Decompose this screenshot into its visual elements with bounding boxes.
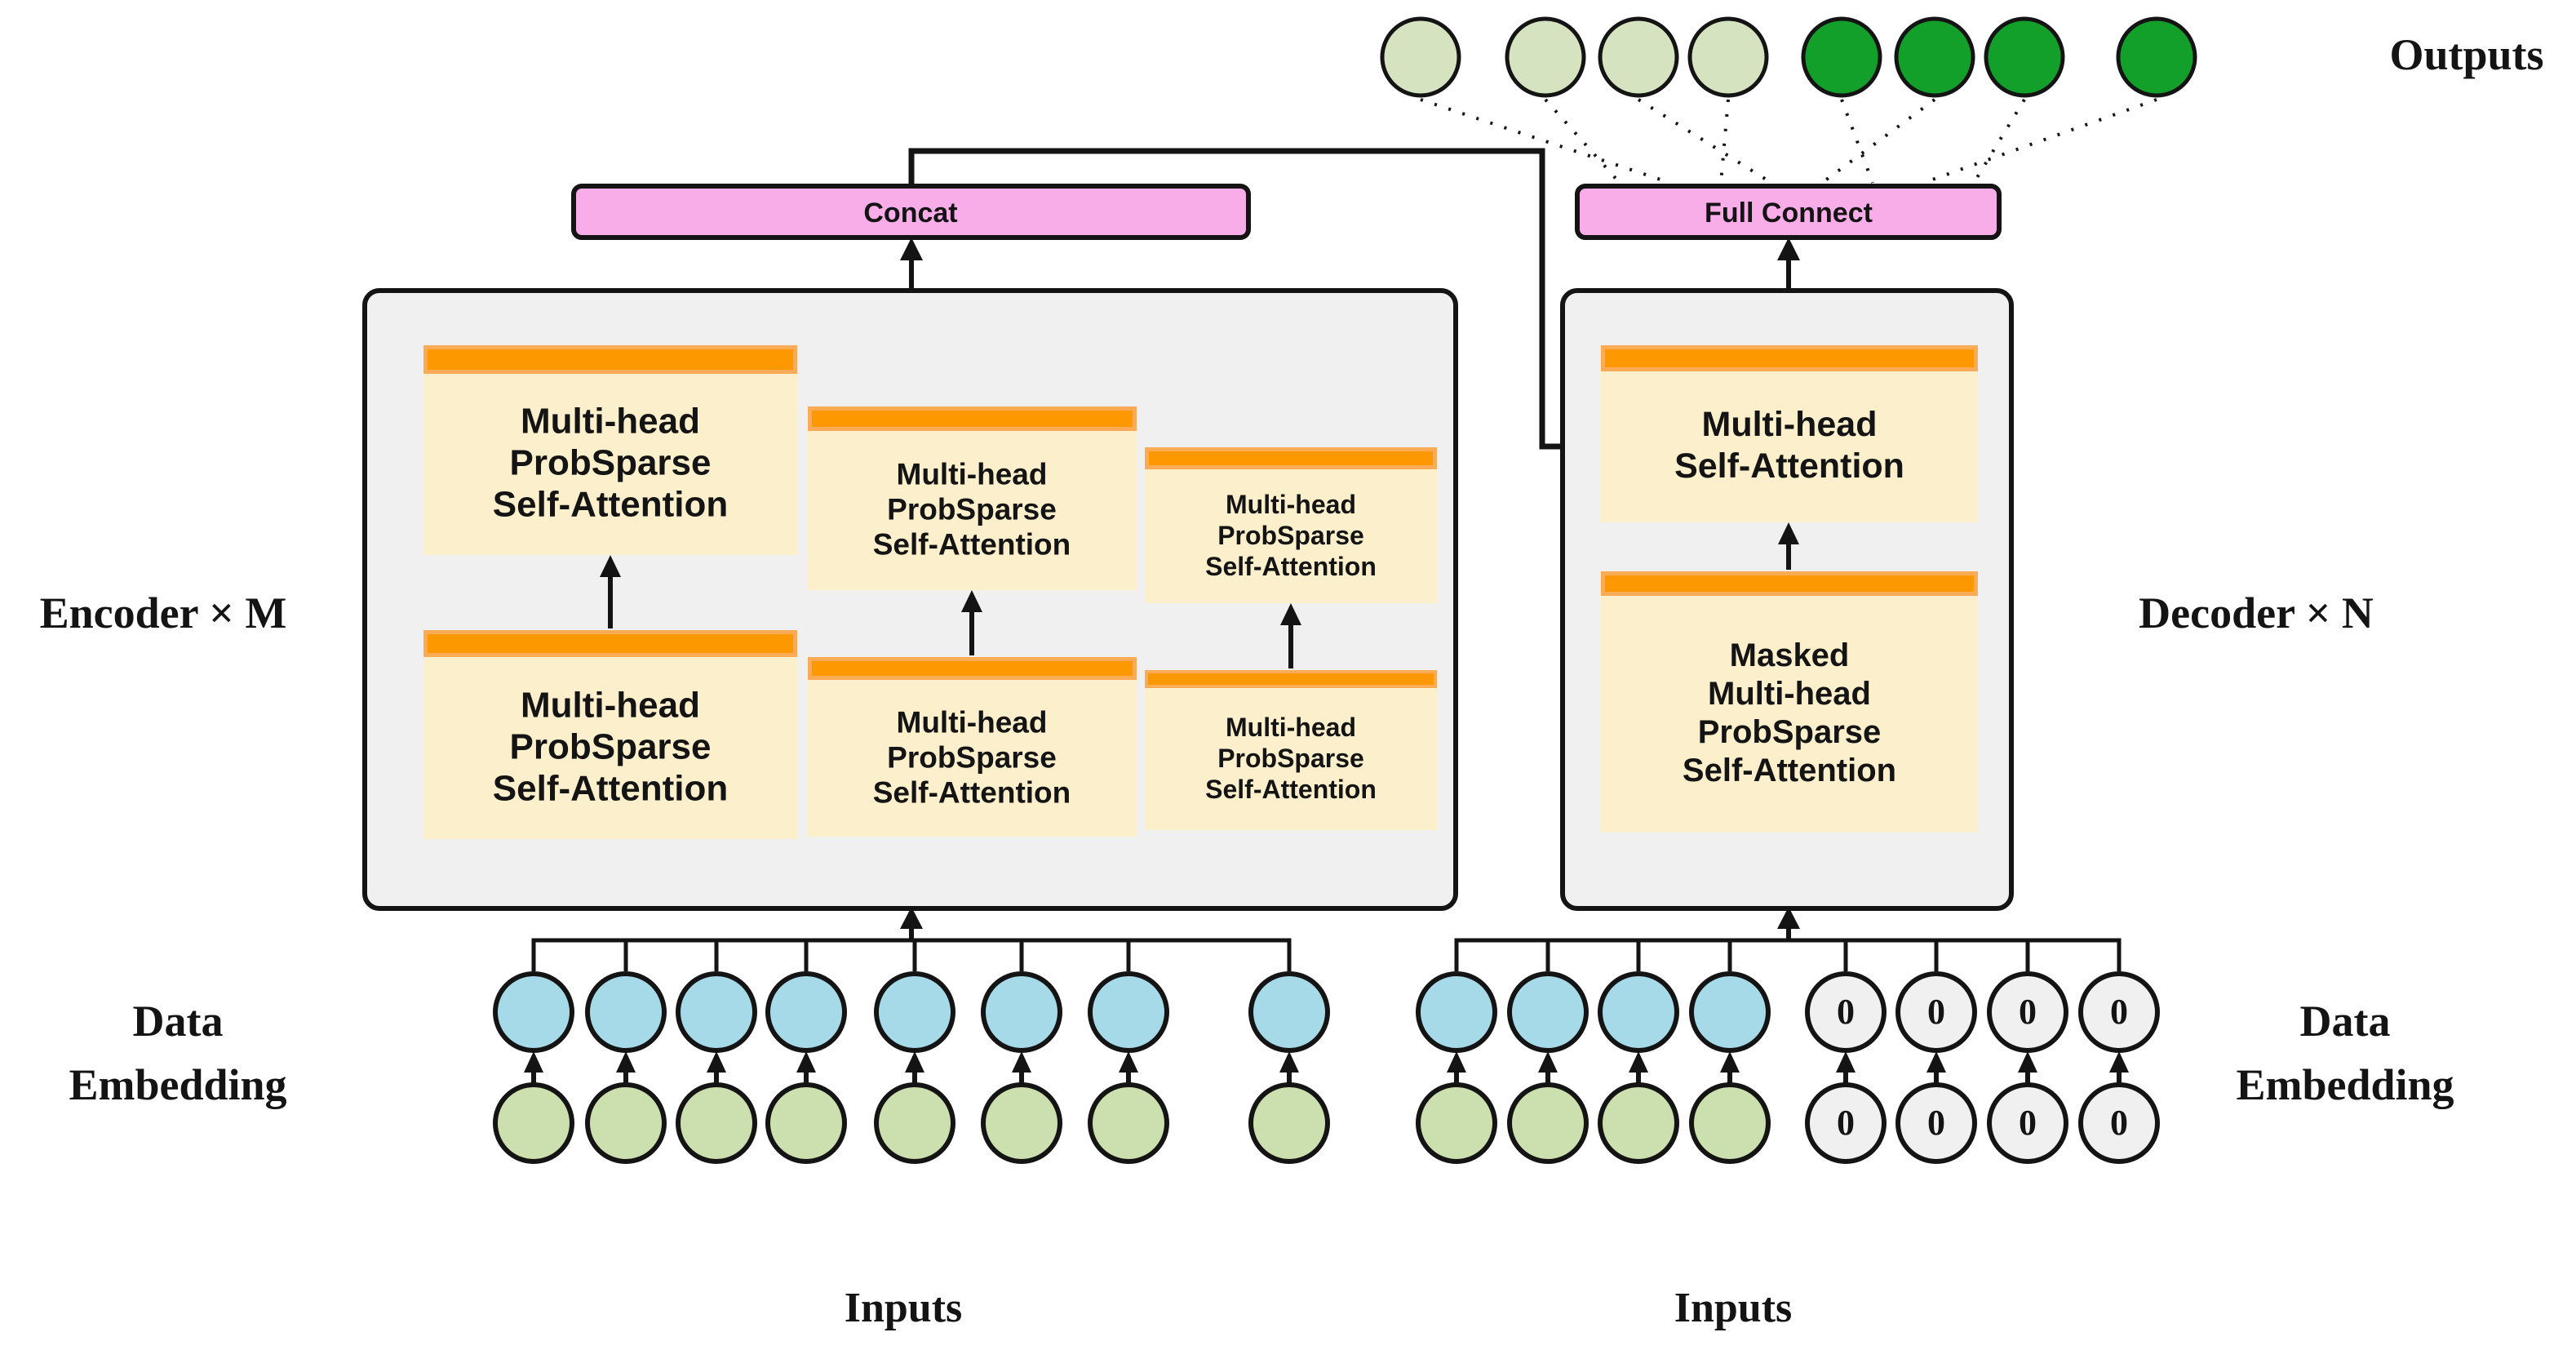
zero-token-circle [1895, 971, 1977, 1053]
data-embedding-label-right: Data Embedding [2236, 997, 2454, 1109]
encoder-attention-block-label: Multi-head ProbSparse Self-Attention [492, 685, 729, 809]
dotted-connection-lines [1420, 98, 2157, 184]
encoder-attention-block-label: Multi-head ProbSparse Self-Attention [492, 401, 729, 525]
zero-token-circle [1805, 971, 1887, 1053]
full-connect-box [1575, 184, 2002, 240]
data-embedding-label-left: Data Embedding [69, 997, 287, 1109]
inputs-label-decoder: Inputs [1674, 1285, 1793, 1331]
concat-label: Concat [863, 198, 958, 229]
zero-token-label: 0 [1837, 1103, 1855, 1143]
encoder-embedding-bus [531, 938, 1292, 971]
full-connect-label: Full Connect [1705, 198, 1873, 229]
encoder-attention-block-label: Multi-head ProbSparse Self-Attention [872, 705, 1071, 810]
zero-token-circle [1987, 971, 2068, 1053]
encoder-side-label: Encoder × M [39, 588, 287, 637]
flow-arrows [600, 238, 1800, 940]
encoder-attention-block-label: Multi-head ProbSparse Self-Attention [872, 457, 1071, 562]
zero-token-label: 0 [2110, 1103, 2128, 1143]
decoder-masked-attention-label: Masked Multi-head ProbSparse Self-Attent… [1682, 637, 1897, 788]
output-circle [1505, 16, 1586, 98]
zero-token-label: 0 [1927, 992, 1945, 1032]
decoder-embedding-bus [1454, 938, 2122, 971]
zero-token-label: 0 [1837, 992, 1855, 1032]
output-circles [1380, 16, 2197, 98]
encoder-attention-blocks [423, 345, 1437, 839]
output-circle-predicted [1801, 16, 1882, 98]
zero-token-circle [1805, 1082, 1887, 1164]
zero-token-label: 0 [1927, 1103, 1945, 1143]
zero-token-label: 0 [2019, 992, 2037, 1032]
inputs-label-encoder: Inputs [844, 1285, 963, 1331]
output-circle-predicted [1984, 16, 2065, 98]
concat-box [571, 184, 1251, 240]
zero-token-circle [1895, 1082, 1977, 1164]
zero-token-label: 0 [2110, 992, 2128, 1032]
encoder-attention-block-label: Multi-head ProbSparse Self-Attention [1205, 490, 1377, 581]
decoder-self-attention-label: Multi-head Self-Attention [1674, 405, 1904, 486]
embedding-row-arrows [524, 1051, 2129, 1083]
zero-token-circle [1987, 1082, 2068, 1164]
decoder-attention-blocks [1601, 345, 1978, 833]
output-circle [1598, 16, 1679, 98]
encoder-embedding-circles [493, 971, 1330, 1164]
zero-token-circle [2078, 971, 2160, 1053]
output-circle-predicted [2116, 16, 2197, 98]
output-circle [1687, 16, 1769, 98]
outputs-label: Outputs [2389, 30, 2544, 79]
zero-token-circle [2078, 1082, 2160, 1164]
encoder-attention-block-label: Multi-head ProbSparse Self-Attention [1205, 713, 1377, 804]
decoder-side-label: Decoder × N [2139, 588, 2374, 637]
output-circle [1380, 16, 1461, 98]
output-circle-predicted [1894, 16, 1975, 98]
decoder-embedding-circles [1416, 971, 2160, 1164]
zero-token-label: 0 [2019, 1103, 2037, 1143]
